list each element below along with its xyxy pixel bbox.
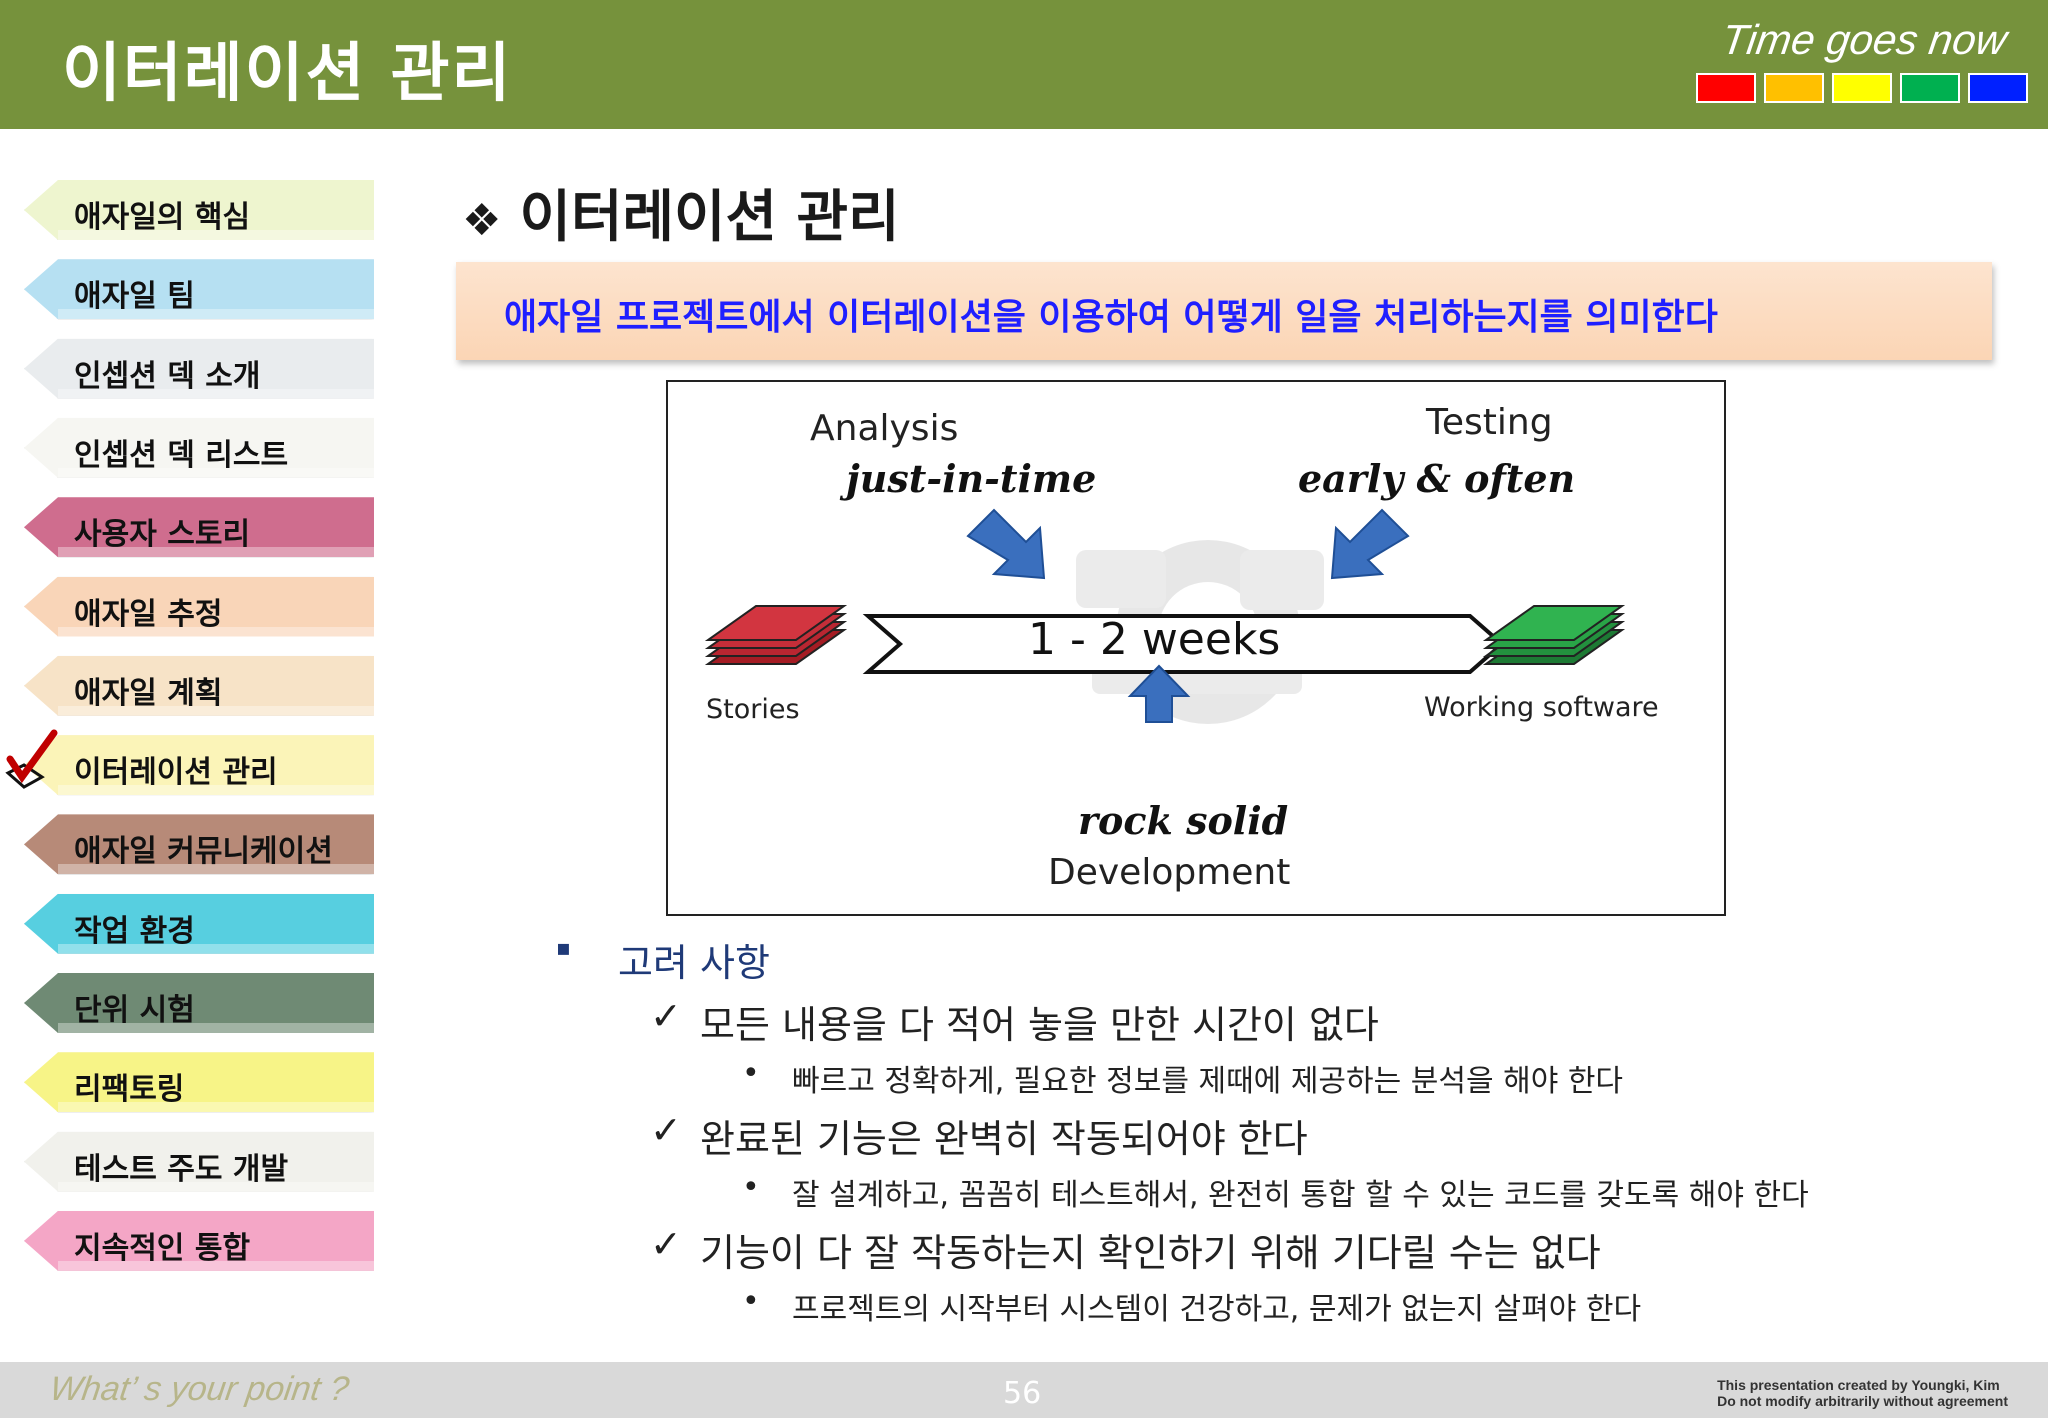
sidebar-item[interactable]: 애자일 팀 [24,259,374,320]
sidebar-item-label: 애자일 추정 [74,596,223,632]
header-tagline: Time goes now [1718,16,2010,63]
credit-line-2: Do not modify arbitrarily without agreem… [1717,1393,2008,1409]
consideration-item: 완료된 기능은 완벽히 작동되어야 한다 [700,1117,1308,1161]
working-software-label: Working software [1424,692,1659,723]
testing-label: Testing [1426,402,1553,443]
credit-text: This presentation created by Youngki, Ki… [1717,1377,2008,1409]
testing-arrow-icon [1330,508,1410,580]
diagram-graphics [704,508,1626,724]
consideration-item: 기능이 다 잘 작동하는지 확인하기 위해 기다릴 수는 없다 [700,1231,1601,1275]
pencil-tab [24,259,374,320]
sidebar-item[interactable]: 단위 시험 [24,973,374,1033]
footer-bar: What’ s your point ? 56 This presentatio… [0,1362,2048,1418]
check-icon: ✓ [650,1222,682,1266]
swatch-blue [1968,73,2028,103]
sidebar-item[interactable]: 애자일 계획 [24,655,374,716]
check-icon: ✓ [650,1108,682,1152]
sidebar-item-label: 사용자 스토리 [74,517,251,553]
swatch-green [1900,73,1960,103]
sidebar-item-label: 테스트 주도 개발 [74,1151,289,1187]
sidebar-item[interactable]: 리팩토링 [24,1052,374,1113]
working-software-stack-icon [1482,605,1626,665]
dot-bullet-icon: • [742,1284,760,1319]
sidebar-item[interactable]: 테스트 주도 개발 [24,1131,374,1192]
pencil-tab [24,497,374,558]
sidebar-item-label: 리팩토링 [74,1072,185,1108]
footer-slogan: What’ s your point ? [47,1370,352,1408]
sidebar-item[interactable]: 사용자 스토리 [24,497,374,558]
pencil-tab [24,655,374,716]
square-bullet-icon: ▪ [556,936,571,961]
credit-line-1: This presentation created by Youngki, Ki… [1717,1377,2000,1393]
consideration-detail: 프로젝트의 시작부터 시스템이 건강하고, 문제가 없는지 살펴야 한다 [792,1292,1642,1327]
consideration-item: 모든 내용을 다 적어 놓을 만한 시간이 없다 [700,1003,1379,1047]
pencil-tab [24,576,374,637]
header-bar: 이터레이션 관리 Time goes now [0,0,2048,129]
stories-label: Stories [706,694,800,725]
sidebar-item[interactable]: 애자일 커뮤니케이션 [24,814,374,875]
sidebar-item-label: 단위 시험 [74,993,195,1028]
early-often-note: early & often [1298,456,1576,501]
pencil-tab [24,735,374,796]
selected-check-icon [5,729,58,789]
swatch-red [1696,73,1756,103]
sidebar-item-label: 애자일의 핵심 [74,200,251,235]
color-swatches [1696,73,2028,103]
sidebar-item-label: 애자일 팀 [74,279,195,315]
diamond-bullet-icon: ❖ [462,195,502,247]
sidebar-item-label: 인셉션 덱 리스트 [74,437,289,473]
sidebar-item-label: 작업 환경 [74,913,195,949]
iteration-diagram: Analysis just-in-time Testing early & of… [666,380,1726,916]
development-arrow-icon [1127,664,1191,723]
sidebar-item[interactable]: 애자일의 핵심 [24,180,374,240]
sidebar-item-label: 애자일 커뮤니케이션 [74,834,333,870]
swatch-orange [1764,73,1824,103]
pencil-tab [24,1052,374,1113]
consideration-detail: 잘 설계하고, 꼼꼼히 테스트해서, 완전히 통합 할 수 있는 코드를 갖도록… [792,1178,1809,1213]
considerations-heading: 고려 사항 [618,941,770,985]
sidebar-item-label: 지속적인 통합 [74,1230,251,1266]
sidebar-item[interactable]: 작업 환경 [24,893,374,954]
page-number: 56 [1003,1376,1042,1411]
pencil-tab [24,180,374,240]
page-title: ❖ 이터레이션 관리 [462,172,900,253]
pencil-tab [24,973,374,1033]
check-icon: ✓ [650,994,682,1038]
pencil-tab [24,1131,374,1192]
dot-bullet-icon: • [742,1170,760,1205]
sidebar-item-label: 인셉션 덱 소개 [74,358,261,394]
sidebar-item[interactable]: 지속적인 통합 [24,1210,374,1271]
pencil-tab [24,893,374,954]
pencil-tab [24,338,374,399]
definition-box: 애자일 프로젝트에서 이터레이션을 이용하여 어떻게 일을 처리하는지를 의미한… [456,262,1992,360]
definition-text: 애자일 프로젝트에서 이터레이션을 이용하여 어떻게 일을 처리하는지를 의미한… [504,297,1718,338]
duration-label: 1 - 2 weeks [1028,614,1281,665]
pencil-tab [24,1210,374,1271]
sidebar-item-label: 애자일 계획 [74,675,223,711]
sidebar-item[interactable]: 인셉션 덱 소개 [24,338,374,399]
rock-solid-note: rock solid [1078,798,1289,843]
consideration-detail: 빠르고 정확하게, 필요한 정보를 제때에 제공하는 분석을 해야 한다 [792,1064,1624,1099]
pencil-tab [24,417,374,478]
analysis-arrow-icon [966,508,1046,580]
dot-bullet-icon: • [742,1056,760,1091]
page-title-text: 이터레이션 관리 [519,185,900,250]
analysis-label: Analysis [810,408,959,449]
sidebar-item[interactable]: 애자일 추정 [24,576,374,637]
sidebar-item[interactable]: 인셉션 덱 리스트 [24,417,374,478]
header-title: 이터레이션 관리 [62,37,513,111]
stories-stack-icon [704,605,848,665]
timeline-arrow [862,614,1506,674]
pencil-tab [24,814,374,875]
development-label: Development [1048,852,1291,893]
sidebar-item[interactable]: 이터레이션 관리 [5,729,374,796]
swatch-yellow [1832,73,1892,103]
just-in-time-note: just-in-time [846,456,1097,501]
sidebar-item-label: 이터레이션 관리 [74,755,278,791]
